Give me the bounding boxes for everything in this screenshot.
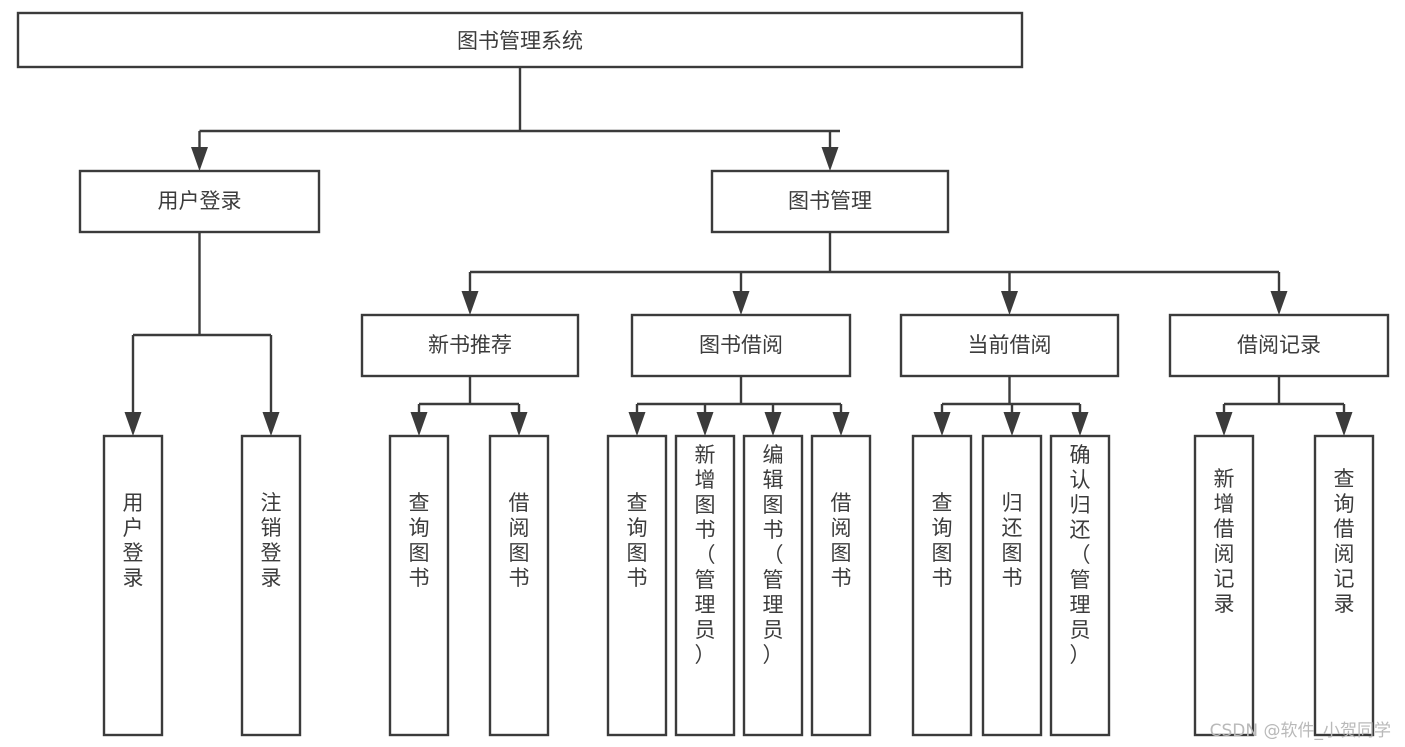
node-leaf-query-record[interactable]: 查询借阅记录	[1313, 434, 1375, 737]
node-root-label: 图书管理系统	[457, 29, 583, 53]
node-leaf-query-book-1[interactable]: 查询图书	[388, 434, 450, 737]
node-leaf-add-book-label: 新增图书（管理员）	[695, 443, 716, 667]
node-leaf-logout[interactable]: 注销登录	[240, 434, 302, 737]
node-user-login-box[interactable]	[78, 169, 321, 234]
arrowhead-leaf-logout	[262, 412, 280, 436]
connector-borrow-record-trunk	[1222, 376, 1346, 420]
node-leaf-add-book[interactable]: 新增图书（管理员）	[674, 434, 736, 737]
node-leaf-user-login-label: 用户登录	[123, 491, 144, 590]
arrowhead-borrow-record	[1270, 291, 1288, 315]
connector-root-trunk	[198, 67, 840, 157]
node-user-login-label: 用户登录	[158, 189, 242, 213]
arrowhead-leaf-edit-book	[764, 412, 782, 436]
arrowhead-new-book-recommend	[461, 291, 479, 315]
arrowhead-leaf-confirm-return	[1071, 412, 1089, 436]
node-leaf-query-record-label: 查询借阅记录	[1334, 467, 1355, 616]
node-book-borrow-label: 图书借阅	[699, 333, 783, 357]
arrowhead-leaf-query-book-2	[628, 412, 646, 436]
node-leaf-query-book-3-box[interactable]	[911, 434, 973, 737]
node-leaf-logout-box[interactable]	[240, 434, 302, 737]
node-current-borrow-box[interactable]	[899, 313, 1120, 378]
arrowhead-leaf-query-book-1	[410, 412, 428, 436]
arrowhead-leaf-add-book	[696, 412, 714, 436]
node-current-borrow-label: 当前借阅	[968, 333, 1052, 357]
node-leaf-query-book-2-label: 查询图书	[627, 491, 648, 590]
leaf-nodes: 用户登录 注销登录 查询图书 借阅图书 查询图书 新增图书（管理员） 编辑图书（…	[102, 434, 1375, 737]
connector-new-book-recommend-trunk	[417, 376, 521, 420]
node-leaf-query-book-1-box[interactable]	[388, 434, 450, 737]
node-leaf-borrow-book-2-label: 借阅图书	[831, 491, 852, 590]
node-leaf-user-login-box[interactable]	[102, 434, 164, 737]
connectors	[124, 67, 1353, 436]
arrowhead-leaf-add-record	[1215, 412, 1233, 436]
node-borrow-record-label: 借阅记录	[1237, 333, 1321, 357]
node-new-book-recommend-label: 新书推荐	[428, 333, 512, 357]
node-leaf-query-book-3[interactable]: 查询图书	[911, 434, 973, 737]
arrowhead-leaf-query-book-3	[933, 412, 951, 436]
connector-user-login-trunk	[131, 232, 273, 420]
node-leaf-return-book-label: 归还图书	[1002, 491, 1023, 590]
node-leaf-borrow-book-1-label: 借阅图书	[509, 491, 530, 590]
node-leaf-return-book[interactable]: 归还图书	[981, 434, 1043, 737]
node-leaf-borrow-book-2-box[interactable]	[810, 434, 872, 737]
node-root-box[interactable]	[16, 11, 1024, 69]
connector-book-management-trunk	[468, 232, 1281, 300]
node-leaf-confirm-return-label: 确认归还（管理员）	[1070, 443, 1091, 667]
node-book-management-box[interactable]	[710, 169, 950, 234]
node-leaf-query-record-box[interactable]	[1313, 434, 1375, 737]
node-new-book-recommend[interactable]: 新书推荐	[360, 313, 580, 378]
node-leaf-query-book-1-label: 查询图书	[409, 491, 430, 590]
node-leaf-user-login[interactable]: 用户登录	[102, 434, 164, 737]
node-leaf-add-book-box[interactable]	[674, 434, 736, 737]
node-leaf-add-record[interactable]: 新增借阅记录	[1193, 434, 1255, 737]
node-current-borrow[interactable]: 当前借阅	[899, 313, 1120, 378]
node-leaf-add-record-label: 新增借阅记录	[1214, 467, 1235, 616]
node-leaf-return-book-box[interactable]	[981, 434, 1043, 737]
node-borrow-record-box[interactable]	[1168, 313, 1390, 378]
node-book-borrow-box[interactable]	[630, 313, 852, 378]
node-leaf-query-book-2-box[interactable]	[606, 434, 668, 737]
node-leaf-edit-book[interactable]: 编辑图书（管理员）	[742, 434, 804, 737]
node-leaf-query-book-3-label: 查询图书	[932, 491, 953, 590]
node-book-management[interactable]: 图书管理	[710, 169, 950, 234]
arrowhead-book-management	[821, 147, 839, 171]
node-leaf-borrow-book-1-box[interactable]	[488, 434, 550, 737]
arrowhead-book-borrow	[732, 291, 750, 315]
node-leaf-edit-book-box[interactable]	[742, 434, 804, 737]
arrowhead-leaf-return-book	[1003, 412, 1021, 436]
node-borrow-record[interactable]: 借阅记录	[1168, 313, 1390, 378]
arrowhead-leaf-borrow-book-1	[510, 412, 528, 436]
arrowhead-user-login	[191, 147, 208, 171]
connector-book-borrow-trunk	[635, 376, 843, 420]
node-book-borrow[interactable]: 图书借阅	[630, 313, 852, 378]
node-leaf-confirm-return-box[interactable]	[1049, 434, 1111, 737]
node-user-login[interactable]: 用户登录	[78, 169, 321, 234]
node-book-management-label: 图书管理	[788, 189, 872, 213]
node-leaf-borrow-book-2[interactable]: 借阅图书	[810, 434, 872, 737]
node-new-book-recommend-box[interactable]	[360, 313, 580, 378]
node-root[interactable]: 图书管理系统	[16, 11, 1024, 69]
node-leaf-edit-book-label: 编辑图书（管理员）	[763, 443, 784, 667]
node-leaf-query-book-2[interactable]: 查询图书	[606, 434, 668, 737]
arrowhead-leaf-query-record	[1335, 412, 1353, 436]
node-leaf-logout-label: 注销登录	[261, 491, 282, 590]
arrowhead-leaf-borrow-book-2	[832, 412, 850, 436]
node-leaf-borrow-book-1[interactable]: 借阅图书	[488, 434, 550, 737]
arrowhead-leaf-user-login	[124, 412, 142, 436]
node-leaf-confirm-return[interactable]: 确认归还（管理员）	[1049, 434, 1111, 737]
arrowhead-current-borrow	[1001, 291, 1018, 315]
node-leaf-add-record-box[interactable]	[1193, 434, 1255, 737]
